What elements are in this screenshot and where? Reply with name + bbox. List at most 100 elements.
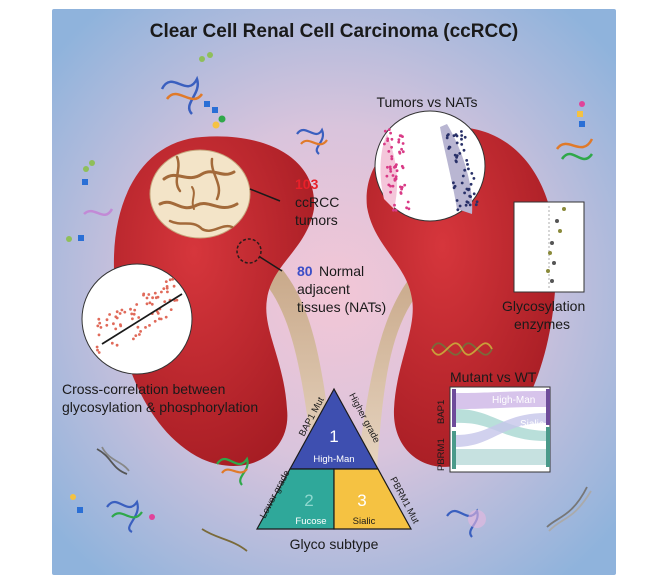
decorative-dot [452, 181, 455, 185]
decorative-dot [389, 184, 392, 188]
sankey-sialic: Sialic [520, 419, 544, 430]
decorative-dot [387, 128, 391, 131]
glycan-icon-top-left [160, 52, 226, 129]
decorative-dot [398, 150, 401, 154]
glyco-subtype-triangle [255, 387, 413, 530]
decorative-dot [169, 308, 173, 311]
nat-label-line2: adjacent [297, 281, 350, 297]
decorative-dot [460, 181, 464, 185]
decorative-dot [96, 324, 100, 328]
decorative-dot [458, 204, 462, 208]
decorative-dot [456, 208, 460, 212]
decorative-dot [468, 194, 472, 198]
sankey-bap1: BAP1 [436, 400, 447, 424]
decorative-dot [390, 145, 393, 149]
decorative-dot [475, 200, 479, 204]
decorative-dot [166, 290, 169, 294]
decorative-dot [137, 316, 141, 319]
subtype-caption: Glyco subtype [290, 536, 379, 552]
decorative-dot [134, 334, 138, 337]
tumor-connector [249, 188, 281, 202]
decorative-dot [460, 130, 463, 133]
decorative-dot [164, 280, 168, 283]
subtype-right-label: Sialic [353, 516, 376, 527]
glyco-enzymes-plot [513, 201, 585, 293]
nat-label-line3: tissues (NATs) [297, 299, 386, 315]
decorative-dot [467, 187, 471, 191]
subtype-top-label: High-Man [313, 454, 354, 465]
decorative-dot [114, 327, 118, 331]
decorative-dot [397, 140, 401, 144]
decorative-dot [114, 315, 118, 319]
decorative-dot [445, 136, 449, 140]
decorative-dot [405, 206, 408, 210]
decorative-dot [400, 187, 403, 191]
decorative-dot [390, 157, 394, 161]
decorative-dot [458, 152, 462, 155]
decorative-dot [463, 135, 467, 139]
decorative-dot [139, 330, 142, 333]
decorative-dot [163, 300, 167, 303]
tumor-count: 103 [295, 176, 319, 192]
decorative-dot [160, 290, 163, 294]
decorative-dot [391, 174, 395, 177]
decorative-dot [175, 298, 179, 302]
mutant-vs-wt-title: Mutant vs WT [450, 369, 537, 385]
protein-icon-bottom-right [446, 508, 486, 538]
decorative-dot [400, 147, 403, 151]
decorative-dot [394, 208, 398, 212]
decorative-dot [472, 177, 476, 180]
cross-corr-label-1: Cross-correlation between [62, 381, 225, 397]
decorative-dot [97, 351, 101, 354]
glyco-enzymes-label-2: enzymes [514, 316, 570, 332]
dna-icon-bottom-right [546, 486, 592, 532]
decorative-dot [112, 322, 115, 326]
decorative-dot [150, 302, 154, 306]
decorative-dot [120, 308, 124, 312]
decorative-dot [383, 129, 387, 133]
decorative-dot [401, 142, 405, 145]
decorative-dot [99, 326, 103, 329]
decorative-dot [168, 278, 172, 282]
decorative-dot [463, 168, 467, 172]
decorative-dot [465, 200, 469, 204]
decorative-dot [97, 317, 101, 321]
subtype-top-num: 1 [329, 427, 338, 446]
decorative-dot [395, 169, 399, 173]
decorative-dot [129, 307, 132, 311]
decorative-dot [172, 284, 176, 288]
decorative-dot [131, 317, 134, 321]
decorative-dot [468, 203, 472, 207]
decorative-dot [406, 200, 410, 204]
glycan-icon-left [66, 160, 114, 242]
decorative-dot [148, 324, 151, 327]
decorative-dot [390, 155, 394, 158]
decorative-dot [123, 310, 127, 314]
decorative-dot [401, 150, 405, 154]
decorative-dot [389, 190, 392, 194]
decorative-dot [452, 134, 456, 137]
mutant-vs-wt-sankey [449, 386, 551, 473]
decorative-dot [386, 139, 389, 143]
decorative-dot [162, 287, 166, 290]
decorative-dot [460, 134, 464, 137]
decorative-dot [130, 312, 134, 316]
decorative-dot [151, 296, 154, 300]
decorative-dot [466, 163, 469, 166]
decorative-dot [136, 325, 140, 329]
decorative-dot [118, 312, 122, 315]
decorative-dot [389, 167, 392, 171]
decorative-dot [454, 159, 458, 163]
tumors-vs-nats-plot [374, 110, 486, 222]
nat-label-line1: Normal [319, 263, 364, 279]
decorative-dot [393, 203, 396, 207]
decorative-dot [403, 183, 407, 187]
decorative-dot [132, 337, 135, 341]
decorative-dot [148, 301, 152, 305]
decorative-dot [383, 142, 386, 146]
decorative-dot [105, 323, 109, 327]
decorative-dot [108, 313, 111, 316]
sankey-high-man: High-Man [492, 395, 535, 406]
protein-icon-bottom-left [70, 494, 155, 533]
decorative-dot [110, 341, 114, 345]
